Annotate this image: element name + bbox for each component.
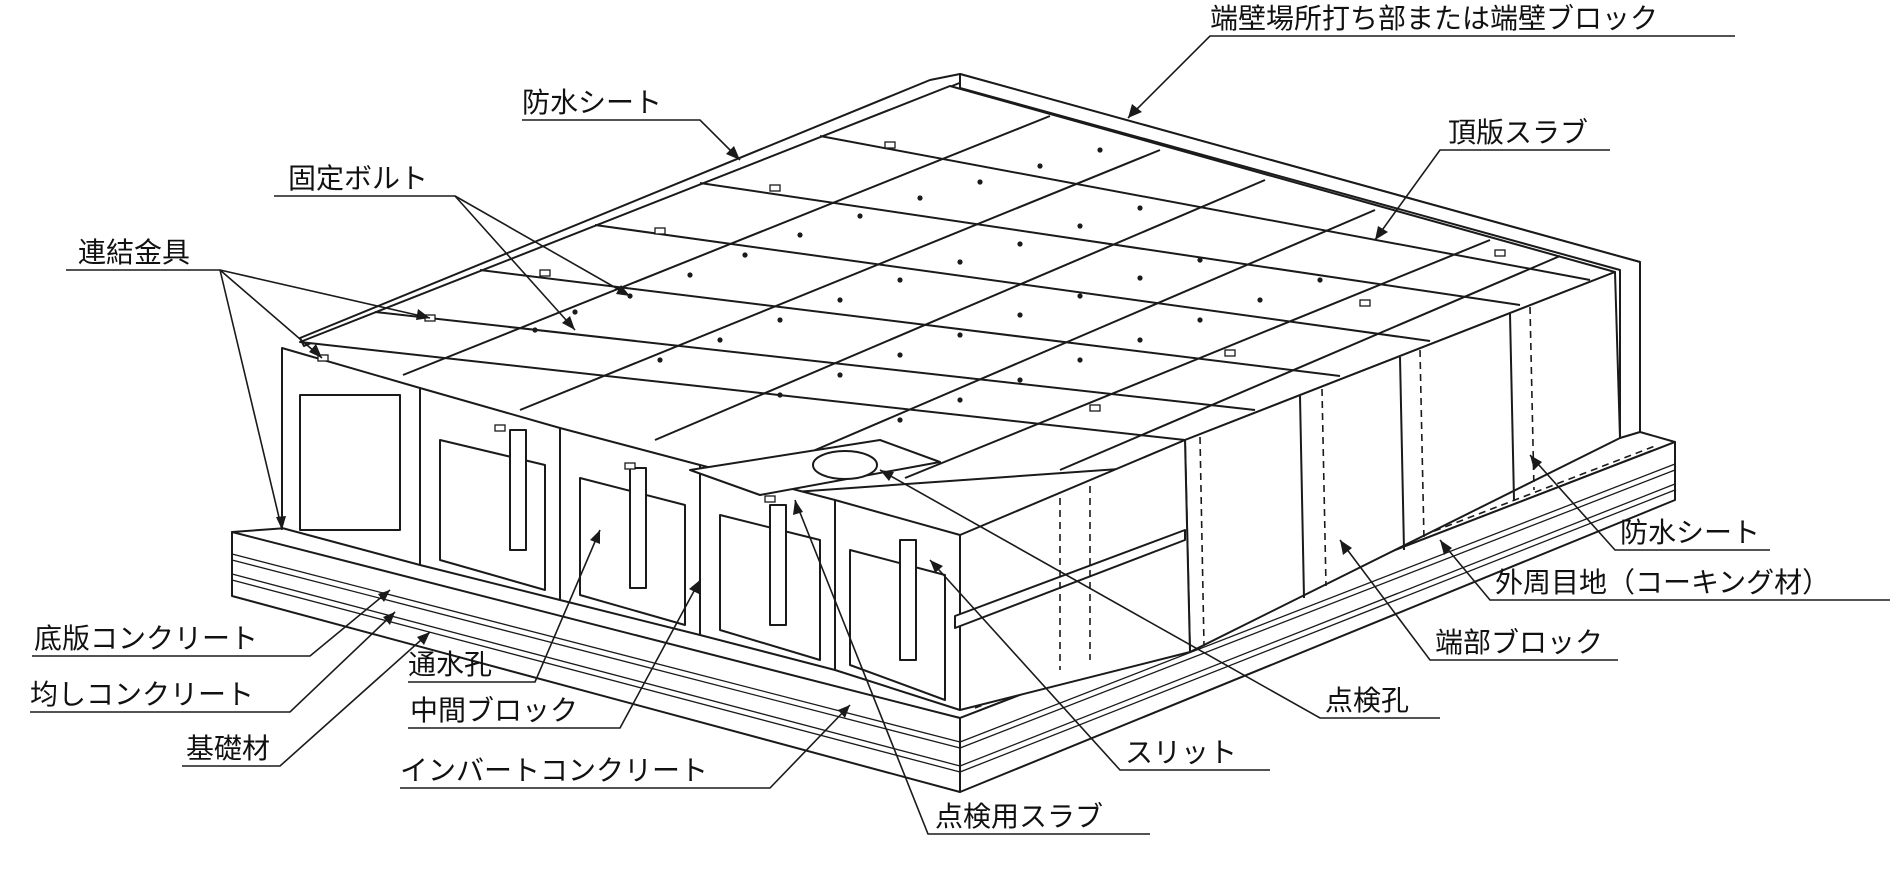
fixing-bolts bbox=[532, 147, 1323, 423]
label-fixing-bolt: 固定ボルト bbox=[288, 162, 428, 195]
slit-panel bbox=[954, 529, 1186, 629]
label-foundation-material: 基礎材 bbox=[186, 732, 270, 765]
label-inspection-slab: 点検用スラブ bbox=[935, 800, 1103, 833]
label-end-block: 端部ブロック bbox=[1435, 626, 1603, 659]
label-leveling-concrete: 均しコンクリート bbox=[30, 678, 254, 711]
label-water-hole: 通水孔 bbox=[408, 648, 492, 681]
top-slab bbox=[299, 85, 1621, 653]
label-perimeter-joint: 外周目地（コーキング材） bbox=[1495, 566, 1830, 599]
label-connecting-fitting: 連結金具 bbox=[78, 236, 190, 269]
label-bottom-slab-concrete: 底版コンクリート bbox=[34, 622, 258, 655]
label-inspection-hole: 点検孔 bbox=[1325, 684, 1409, 717]
label-end-wall: 端壁場所打ち部または端壁ブロック bbox=[1210, 2, 1658, 35]
label-waterproof-sheet-side: 防水シート bbox=[1620, 516, 1760, 549]
inspection-hole bbox=[812, 450, 878, 480]
leader-lines bbox=[30, 35, 1890, 835]
label-slit: スリット bbox=[1125, 736, 1237, 769]
base-right-face bbox=[959, 441, 1676, 793]
label-invert-concrete: インバートコンクリート bbox=[400, 754, 708, 787]
middle-blocks bbox=[281, 347, 1191, 711]
label-waterproof-sheet-top: 防水シート bbox=[522, 86, 662, 119]
labels: 端壁場所打ち部または端壁ブロック 防水シート 頂版スラブ 固定ボルト 連結金具 … bbox=[30, 2, 1830, 833]
label-top-slab: 頂版スラブ bbox=[1448, 116, 1588, 149]
label-middle-block: 中間ブロック bbox=[410, 694, 578, 727]
